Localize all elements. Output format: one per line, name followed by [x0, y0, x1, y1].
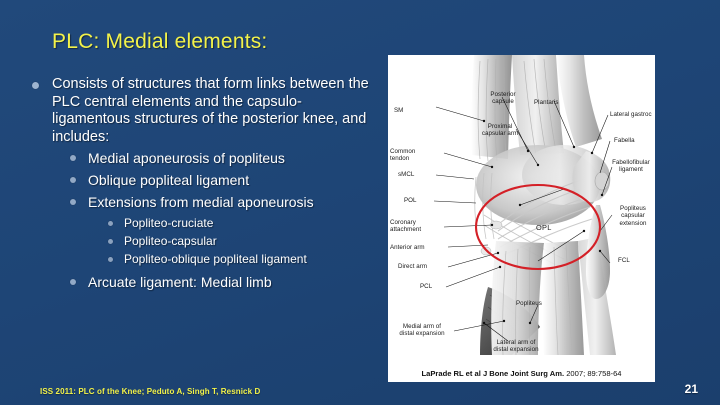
figure-label-popliteus: Popliteus: [516, 300, 542, 307]
bullet-item-popliteo-capsular: Popliteo-capsular: [28, 232, 380, 250]
slide-title: PLC: Medial elements:: [52, 30, 268, 53]
figure-label-direct-arm: Direct arm: [398, 263, 428, 270]
bullet-text: Arcuate ligament: Medial limb: [88, 274, 272, 290]
bullet-text: Medial aponeurosis of popliteus: [88, 150, 285, 166]
bullet-item-extensions: Extensions from medial aponeurosis: [28, 192, 380, 213]
bullet-item-oblique-popliteal-ligament: Oblique popliteal ligament: [28, 170, 380, 191]
bullet-text: Oblique popliteal ligament: [88, 172, 250, 188]
bullet-list: Consists of structures that form links b…: [28, 76, 380, 293]
bullet-text: Consists of structures that form links b…: [52, 76, 369, 145]
citation-source: LaPrade RL et al J Bone Joint Surg Am.: [421, 369, 565, 378]
figure-label-anterior-arm: Anterior arm: [390, 244, 425, 251]
slide-footer: ISS 2011: PLC of the Knee; Peduto A, Sin…: [40, 387, 261, 396]
figure-label-plantaris: Plantaris: [534, 99, 559, 106]
bullet-marker-icon: [70, 199, 76, 205]
knee-anatomy-illustration: [388, 55, 655, 355]
figure-label-lateral-arm-distal-expansion: Lateral arm of distal expansion: [493, 339, 539, 354]
bullet-item-intro: Consists of structures that form links b…: [28, 76, 380, 146]
bullet-marker-icon: [108, 257, 113, 262]
figure-label-pcl: PCL: [420, 283, 433, 290]
figure-label-common-tendon: Common tendon: [390, 148, 416, 163]
figure-citation: LaPrade RL et al J Bone Joint Surg Am. 2…: [388, 369, 655, 378]
bullet-marker-icon: [108, 221, 113, 226]
bullet-marker-icon: [108, 239, 113, 244]
figure-label-proximal-capsular-arm: Proximal capsular arm: [481, 123, 519, 138]
figure-label-popliteus-capsular-extension: Popliteus capsular extension: [619, 205, 647, 227]
bullet-marker-icon: [70, 279, 76, 285]
bullet-marker-icon: [32, 82, 39, 89]
figure-label-fabellofibular-ligament: Fabellofibular ligament: [612, 159, 650, 174]
figure-label-sm: SM: [394, 107, 404, 114]
bullet-text: Extensions from medial aponeurosis: [88, 194, 314, 210]
slide-body: Consists of structures that form links b…: [28, 76, 380, 294]
figure-label-fcl: FCL: [618, 257, 630, 264]
figure-label-opl: OPL: [536, 223, 552, 232]
figure-label-smcl: sMCL: [398, 171, 415, 178]
figure-label-lateral-gastroc: Lateral gastroc: [610, 111, 652, 118]
bullet-marker-icon: [70, 177, 76, 183]
bullet-item-popliteo-cruciate: Popliteo-cruciate: [28, 214, 380, 232]
figure-label-fabella: Fabella: [614, 137, 635, 144]
bullet-item-medial-aponeurosis: Medial aponeurosis of popliteus: [28, 148, 380, 169]
bullet-text: Popliteo-cruciate: [124, 216, 214, 230]
citation-details: 2007; 89:758-64: [564, 369, 622, 378]
figure-label-coronary-attachment: Coronary attachment: [390, 219, 422, 234]
figure-label-posterior-capsule: Posterior capsule: [490, 91, 516, 106]
region-of-interest-highlight: [474, 183, 602, 271]
bullet-marker-icon: [70, 155, 76, 161]
bullet-item-arcuate-ligament: Arcuate ligament: Medial limb: [28, 272, 380, 293]
slide-page-number: 21: [684, 382, 698, 396]
figure-label-pol: POL: [404, 197, 417, 204]
figure-label-medial-arm-distal-expansion: Medial arm of distal expansion: [399, 323, 445, 338]
bullet-text: Popliteo-oblique popliteal ligament: [124, 252, 307, 266]
bullet-item-popliteo-oblique: Popliteo-oblique popliteal ligament: [28, 250, 380, 268]
anatomy-figure-panel: SM Common tendon sMCL POL Coronary attac…: [388, 55, 655, 382]
bullet-text: Popliteo-capsular: [124, 234, 217, 248]
